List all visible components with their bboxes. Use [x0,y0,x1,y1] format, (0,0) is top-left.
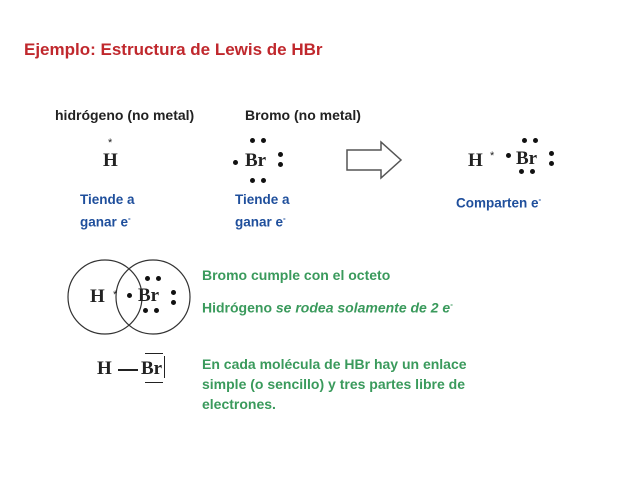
molecule-bromine-symbol: Br [516,148,538,169]
electron-dot [127,293,132,298]
circle-bromine-symbol: Br [138,285,160,306]
bromine-header: Bromo (no metal) [245,107,361,123]
lone-pair-right-line [164,356,166,378]
electron-dot [154,308,159,313]
page-title: Ejemplo: Estructura de Lewis de HBr [24,40,323,59]
hydrogen-note-line1: Tiende a [80,192,135,207]
share-note-text: Comparten e [456,195,539,211]
hydrogen-header: hidrógeno (no metal) [55,107,195,123]
circle-shared-marker: * [113,289,118,301]
hydrogen-symbol: H [103,150,118,171]
hydrogen-note-line2: ganar e- [80,209,135,232]
electron-dot [171,300,176,305]
bromine-note-text: ganar e [235,214,284,230]
conclusion-line2: simple (o sencillo) y tres partes libre … [202,376,465,392]
hydrogen-shell-circle [67,259,143,335]
electron-dot [233,160,238,165]
electron-dot [519,169,524,174]
hydrogen-note: Tiende a ganar e- [80,190,135,232]
hydrogen-statement: Hidrógeno se rodea solamente de 2 e- [202,295,453,318]
electron-dot [261,178,266,183]
electron-dot [549,151,554,156]
molecule-hydrogen-symbol: H [468,150,483,171]
line-hydrogen-symbol: H [97,358,112,379]
bromine-shell-circle [115,259,191,335]
share-note: Comparten e- [456,190,541,213]
conclusion-line1: En cada molécula de HBr hay un enlace [202,356,467,372]
electron-sign: - [283,214,286,223]
circle-hydrogen-symbol: H [90,286,105,307]
bromine-note-line2: ganar e- [235,209,290,232]
electron-dot [530,169,535,174]
hydrogen-statement-italic: se rodea solamente de 2 e [275,299,451,316]
electron-dot [533,138,538,143]
bromine-symbol: Br [245,150,267,171]
single-bond-line [118,369,138,371]
octet-statement: Bromo cumple con el octeto [202,267,391,283]
electron-dot [522,138,527,143]
electron-sign: - [538,195,542,204]
line-bromine-symbol: Br [141,358,163,379]
electron-sign: - [128,214,131,223]
bromine-note-line1: Tiende a [235,192,290,207]
hydrogen-statement-prefix: Hidrógeno [202,299,276,316]
lone-pair-top-line [145,353,163,355]
electron-dot [250,178,255,183]
octet-circles-diagram [67,259,191,335]
hydrogen-note-text: ganar e [80,214,129,230]
conclusion-line3: electrones. [202,396,276,412]
electron-dot [156,276,161,281]
electron-dot [506,153,511,158]
shared-electron-marker: * [490,150,495,162]
electron-sign: - [450,300,453,309]
electron-dot [250,138,255,143]
electron-dot [143,308,148,313]
electron-dot [278,152,283,157]
hydrogen-electron-marker: * [108,137,113,149]
electron-dot [145,276,150,281]
electron-dot [549,161,554,166]
lone-pair-bottom-line [145,382,163,384]
electron-dot [171,290,176,295]
reaction-arrow-icon [346,140,403,180]
bromine-note: Tiende a ganar e- [235,190,290,232]
electron-dot [278,162,283,167]
conclusion-text: En cada molécula de HBr hay un enlace si… [202,354,467,414]
electron-dot [261,138,266,143]
